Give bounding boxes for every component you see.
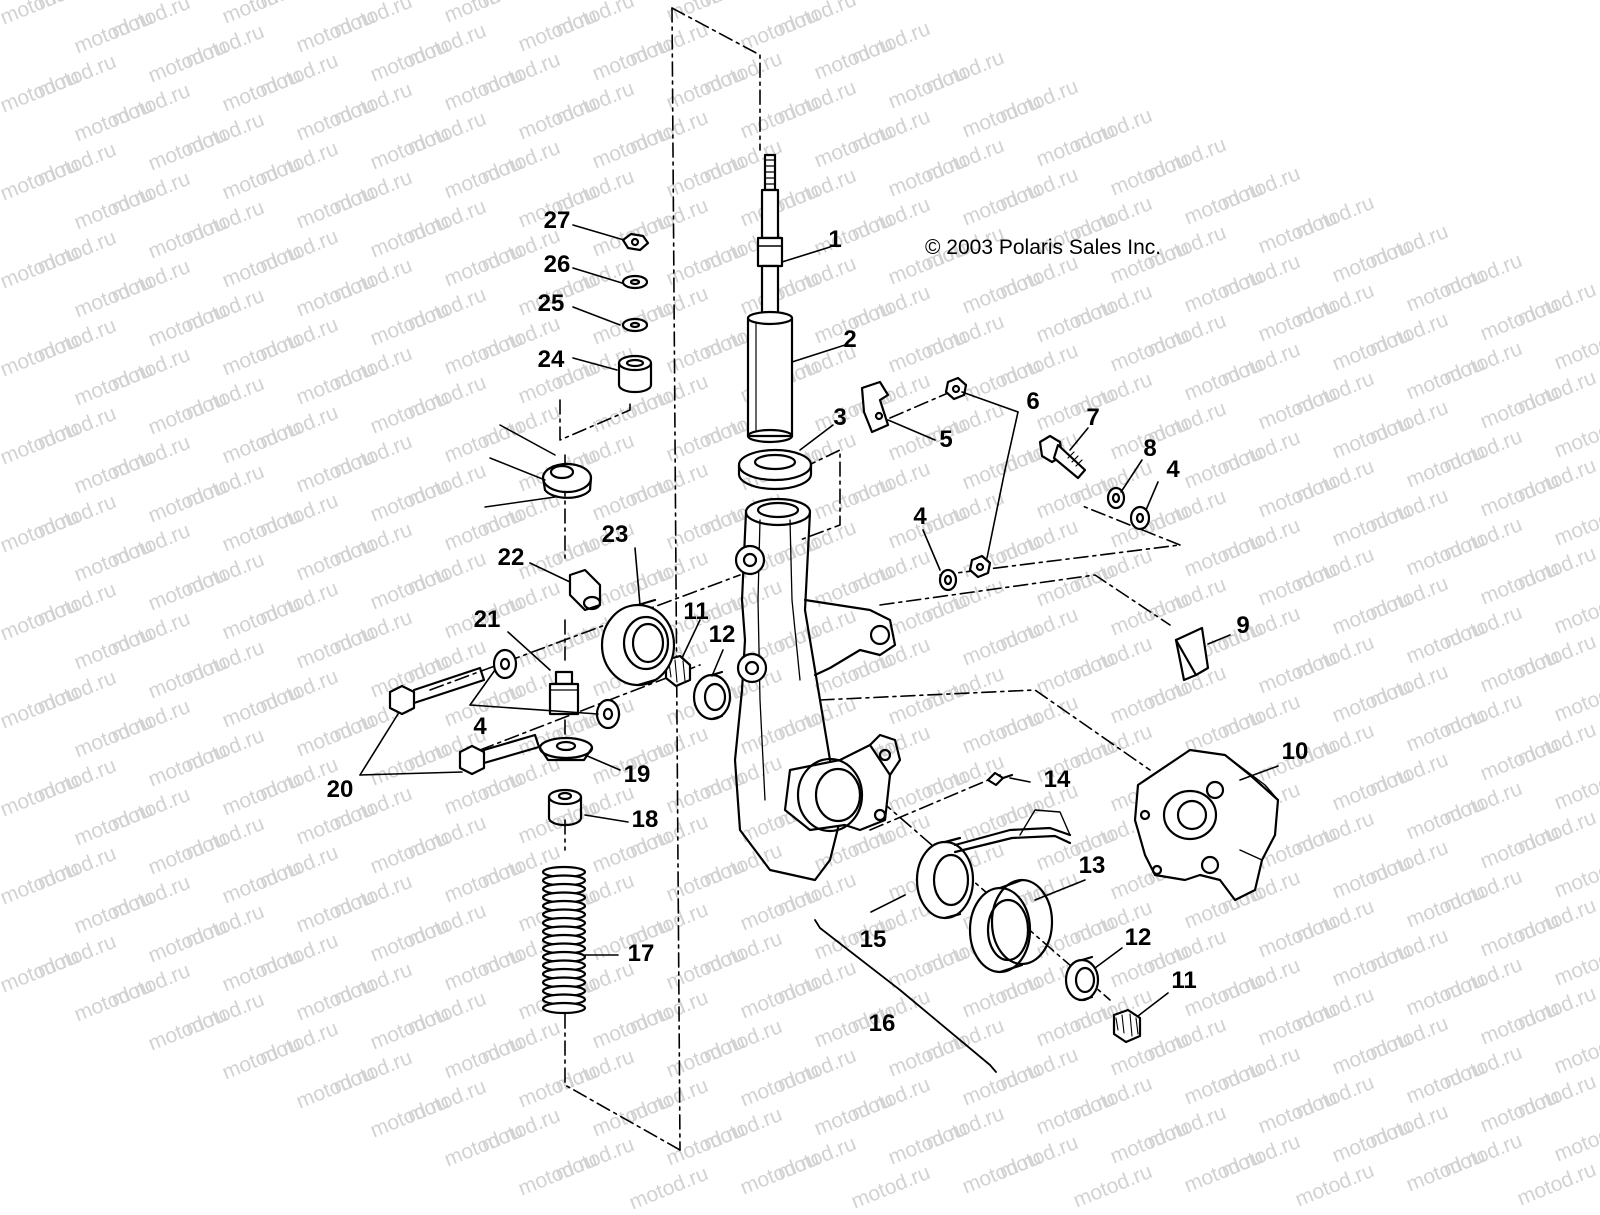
part-spring [541,865,587,1015]
callout-5: 5 [939,426,953,453]
callout-8: 8 [1143,435,1157,462]
part-bracket [860,380,890,434]
callout-24: 24 [537,346,565,373]
part-bushing-24 [617,354,653,394]
part-small-bearings [692,670,1100,1002]
callout-6: 6 [1026,388,1040,415]
callout-12: 12 [708,621,736,648]
part-washers [492,505,1151,730]
callout-23: 23 [601,521,629,548]
part-brake-caliper [1133,748,1280,902]
part-shock-body [746,310,794,444]
callout-15: 15 [859,926,887,953]
part-cup-washer [538,736,594,762]
callout-12: 12 [1124,924,1152,951]
callout-16: 16 [868,1010,896,1037]
part-castle-nuts [664,654,1142,1044]
group-16-bracket [814,919,997,1073]
part-bushing-21 [548,670,580,716]
part-bearing-race-large [968,878,1054,974]
part-spindle-knuckle [733,497,902,882]
callout-19: 19 [623,761,651,788]
callout-7: 7 [1086,404,1100,431]
callout-1: 1 [828,226,842,253]
spring-coil [541,1001,587,1015]
copyright-notice: © 2003 Polaris Sales Inc. [925,236,1162,259]
callout-13: 13 [1078,852,1106,879]
callout-4: 4 [473,713,487,740]
callout-18: 18 [631,806,659,833]
part-sensor-wire [953,771,1072,854]
part-upper-mount [484,424,593,508]
callout-26: 26 [543,251,571,278]
part-nuts [944,376,992,579]
part-bolt-right [1038,434,1087,480]
part-bumper [547,788,583,827]
callout-9: 9 [1236,612,1250,639]
leader-lines [359,224,1279,1017]
part-washer-8 [1106,486,1126,510]
callout-27: 27 [543,207,571,234]
callout-21: 21 [473,606,501,633]
part-bushing-22 [568,568,602,612]
part-shock-shaft [756,153,784,323]
callout-22: 22 [497,544,525,571]
callout-10: 10 [1281,738,1309,765]
callout-17: 17 [627,940,655,967]
callout-11: 11 [683,598,709,625]
part-seal-15 [915,836,975,920]
callout-25: 25 [537,290,565,317]
callout-20: 20 [326,776,354,803]
callout-11: 11 [1171,967,1197,994]
part-top-hardware [621,232,650,333]
part-seal-ring [737,448,813,491]
callout-4: 4 [913,503,927,530]
part-large-seal [600,598,676,687]
callout-4: 4 [1166,456,1180,483]
part-bolts-20 [388,666,541,776]
callout-14: 14 [1043,766,1071,793]
part-wedge [1174,626,1210,682]
callout-3: 3 [833,404,847,431]
callout-2: 2 [843,326,857,353]
